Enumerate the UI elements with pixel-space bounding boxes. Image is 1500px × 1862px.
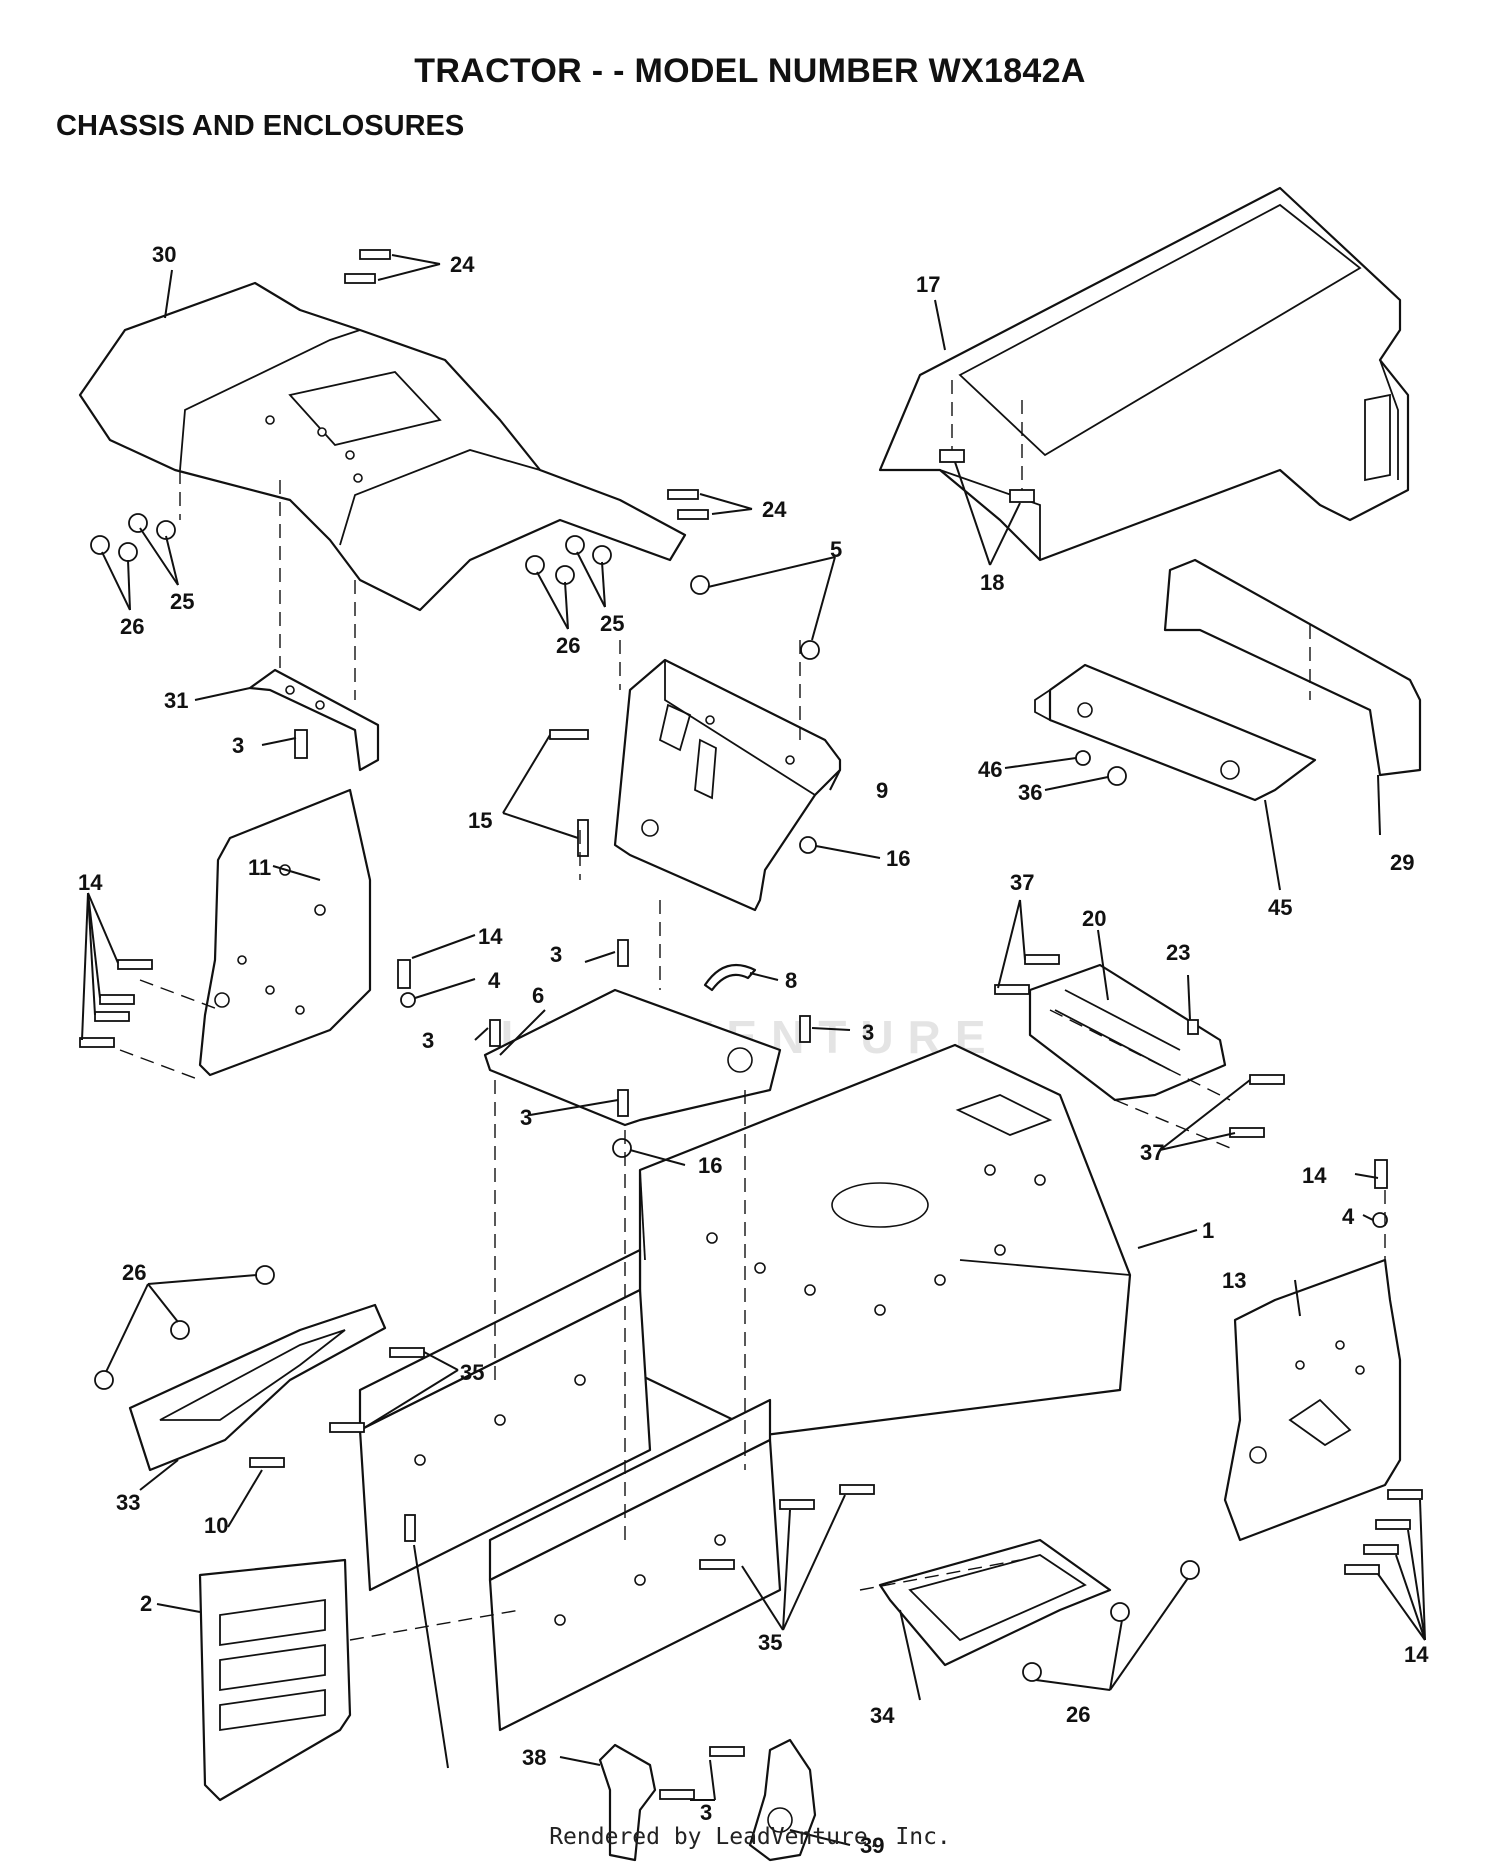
callout-17: 17 [916, 272, 940, 297]
callout-14: 14 [1302, 1163, 1327, 1188]
callout-37: 37 [1140, 1140, 1164, 1165]
part-29-grille-shroud[interactable] [1163, 558, 1422, 777]
part-1-frame-rail-left[interactable] [358, 1248, 652, 1592]
part-34-footrest-right[interactable] [878, 1538, 1112, 1667]
callout-33: 33 [116, 1490, 140, 1515]
leader-lines [81, 254, 1426, 1846]
callout-26: 26 [122, 1260, 146, 1285]
callout-13: 13 [1222, 1268, 1246, 1293]
callout-1: 1 [1202, 1218, 1214, 1243]
callout-3: 3 [700, 1800, 712, 1825]
callout-5: 5 [830, 537, 842, 562]
callout-24: 24 [450, 252, 475, 277]
part-2-front-plate[interactable] [198, 1558, 352, 1802]
callout-35: 35 [758, 1630, 782, 1655]
section-title: CHASSIS AND ENCLOSURES [56, 110, 465, 142]
callout-15: 15 [468, 808, 492, 833]
footer-credit: Rendered by LeadVenture, Inc. [549, 1824, 951, 1850]
part-18-hood-bumper[interactable] [939, 449, 965, 463]
callout-18: 18 [980, 570, 1004, 595]
part-38-bracket[interactable] [598, 1743, 657, 1862]
callout-23: 23 [1166, 940, 1190, 965]
callout-3: 3 [862, 1020, 874, 1045]
callout-20: 20 [1082, 906, 1106, 931]
callout-9: 9 [876, 778, 888, 803]
callout-45: 45 [1268, 895, 1292, 920]
callout-16: 16 [698, 1153, 722, 1178]
part-13-side-panel-right[interactable] [1223, 1258, 1402, 1542]
callout-24: 24 [762, 497, 787, 522]
part-8-clip[interactable] [703, 963, 757, 992]
part-39-bracket[interactable] [748, 1738, 817, 1862]
part-17-hood[interactable] [878, 186, 1410, 562]
part-36-nut[interactable] [1107, 766, 1127, 786]
callout-46: 46 [978, 757, 1002, 782]
callout-25: 25 [600, 611, 624, 636]
part-45-bracket[interactable] [1034, 663, 1317, 802]
callout-8: 8 [785, 968, 797, 993]
callout-14: 14 [78, 870, 103, 895]
part-30-rear-fender[interactable] [78, 281, 687, 612]
callout-34: 34 [870, 1703, 895, 1728]
page-title: TRACTOR - - MODEL NUMBER WX1842A [414, 52, 1086, 90]
callout-3: 3 [232, 733, 244, 758]
part-1-frame-rail-right[interactable] [488, 1398, 782, 1732]
part-11-side-panel-left[interactable] [198, 788, 372, 1077]
callout-4: 4 [488, 968, 501, 993]
callout-2: 2 [140, 1591, 152, 1616]
callout-16: 16 [886, 846, 910, 871]
part-1-main-frame[interactable] [638, 1043, 1132, 1437]
callout-11: 11 [248, 855, 271, 880]
callout-25: 25 [170, 589, 194, 614]
callout-14: 14 [1404, 1642, 1429, 1667]
callout-10: 10 [204, 1513, 228, 1538]
callout-29: 29 [1390, 850, 1414, 875]
callout-3: 3 [550, 942, 562, 967]
callout-38: 38 [522, 1745, 546, 1770]
callout-14: 14 [478, 924, 503, 949]
callout-35: 35 [460, 1360, 484, 1385]
callout-26: 26 [120, 614, 144, 639]
part-6-floor-plate[interactable] [483, 988, 782, 1127]
callout-30: 30 [152, 242, 176, 267]
callout-26: 26 [1066, 1702, 1090, 1727]
callout-36: 36 [1018, 780, 1042, 805]
part-31-hitch-bracket[interactable] [248, 668, 380, 772]
callout-4: 4 [1342, 1204, 1355, 1229]
callout-6: 6 [532, 983, 544, 1008]
callout-labels: 30 24 17 24 25 26 26 25 5 18 31 3 9 15 4… [78, 242, 1429, 1858]
callout-26: 26 [556, 633, 580, 658]
part-18-hood-bumper[interactable] [1009, 489, 1035, 503]
part-9-dash-panel[interactable] [613, 658, 842, 912]
callout-3: 3 [422, 1028, 434, 1053]
part-33-footrest-left[interactable] [128, 1303, 387, 1472]
callout-31: 31 [164, 688, 188, 713]
callout-3: 3 [520, 1105, 532, 1130]
callout-37: 37 [1010, 870, 1034, 895]
callout-39: 39 [860, 1833, 884, 1858]
part-46-washer[interactable] [1075, 750, 1091, 766]
